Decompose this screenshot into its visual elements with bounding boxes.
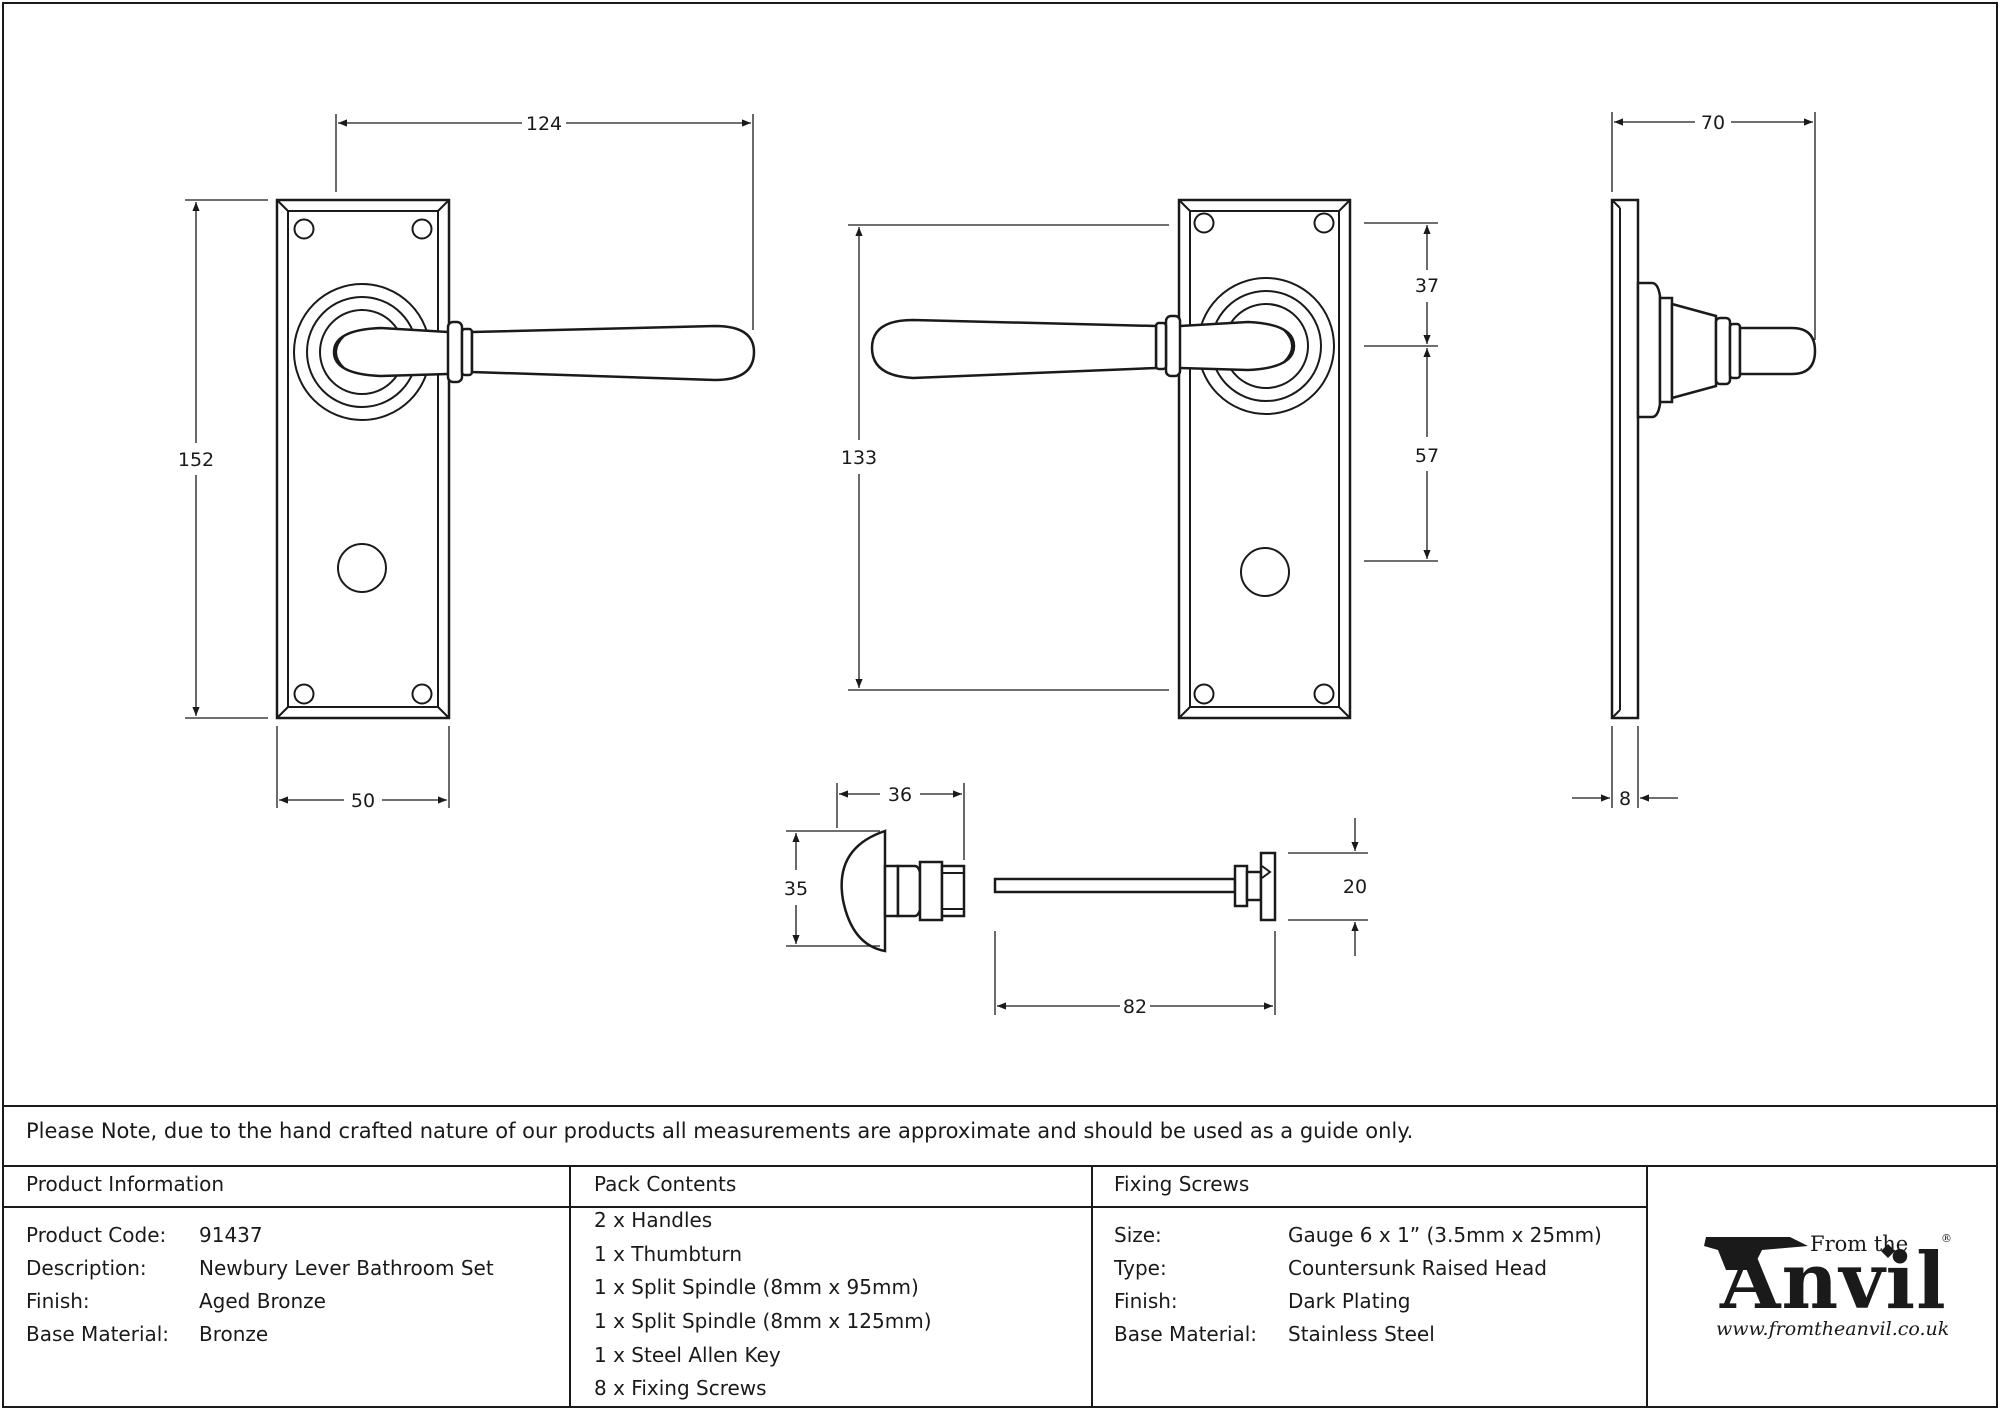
description-label: Description: [26, 1256, 147, 1280]
screw-hole [1313, 212, 1335, 234]
dim-label: 82 [1123, 996, 1147, 1018]
lever-collar [1164, 314, 1182, 378]
dim-label: 8 [1619, 788, 1631, 810]
size-label: Size: [1114, 1223, 1162, 1247]
logo-from-text: From the [1810, 1232, 1909, 1256]
lever-neck [1179, 320, 1296, 372]
dim-label: 36 [888, 784, 912, 806]
dim-label: 37 [1415, 275, 1439, 297]
backplate-outer [275, 198, 451, 720]
thumbturn-head [840, 829, 887, 953]
front-view-left [275, 198, 756, 720]
dim-label: 57 [1415, 445, 1439, 467]
screw-finish-value: Dark Plating [1288, 1289, 1411, 1313]
backplate-inner [287, 210, 439, 708]
pack-item: 1 x Split Spindle (8mm x 95mm) [594, 1275, 919, 1299]
pack-item: 2 x Handles [594, 1208, 713, 1232]
type-label: Type: [1114, 1256, 1167, 1280]
lever-arm [870, 318, 1158, 380]
finish-value: Aged Bronze [199, 1289, 326, 1313]
measurement-note: Please Note, due to the hand crafted nat… [26, 1119, 1414, 1143]
lever-neck [332, 326, 449, 378]
screw-hole [411, 683, 433, 705]
logo-url: www.fromtheanvil.co.uk [1716, 1318, 1950, 1340]
pack-item: 8 x Fixing Screws [594, 1376, 767, 1400]
dim-label: 20 [1343, 876, 1367, 898]
neck-profile [1670, 302, 1718, 400]
size-value: Gauge 6 x 1” (3.5mm x 25mm) [1288, 1223, 1602, 1247]
lever-arm [470, 324, 756, 382]
product-code-label: Product Code: [26, 1223, 167, 1247]
spindle [993, 851, 1277, 922]
fixing-screws-title: Fixing Screws [1114, 1172, 1250, 1196]
spindle-bar [993, 877, 1237, 894]
dim-label: 70 [1701, 112, 1725, 134]
dim-label: 35 [784, 878, 808, 900]
pack-item: 1 x Steel Allen Key [594, 1343, 781, 1367]
rose-profile [1636, 281, 1662, 419]
finish-label: Finish: [26, 1289, 90, 1313]
screw-hole [293, 683, 315, 705]
screw-hole [1193, 683, 1215, 705]
pack-contents-title: Pack Contents [594, 1172, 737, 1196]
type-value: Countersunk Raised Head [1288, 1256, 1547, 1280]
logo-registered-mark: ® [1941, 1232, 1952, 1245]
backplate-outer [1177, 198, 1352, 720]
anvil-logo-icon [1704, 1237, 1808, 1270]
description-value: Newbury Lever Bathroom Set [199, 1256, 494, 1280]
screw-finish-label: Finish: [1114, 1289, 1178, 1313]
dim-label: 124 [526, 113, 562, 135]
product-code-value: 91437 [199, 1223, 263, 1247]
screw-hole [293, 218, 315, 240]
keyhole-turn [337, 543, 387, 593]
thumbturn [840, 829, 966, 953]
lever-collar [446, 320, 464, 384]
plate-edge [1610, 198, 1640, 720]
spindle-head [1259, 851, 1277, 922]
product-info-title: Product Information [26, 1172, 225, 1196]
pack-item: 1 x Thumbturn [594, 1242, 743, 1266]
dim-label: 152 [178, 449, 214, 471]
dim-label: 133 [841, 447, 877, 469]
screw-material-value: Stainless Steel [1288, 1322, 1435, 1346]
keyhole-turn [1240, 547, 1290, 597]
lever-end-profile [1738, 326, 1817, 376]
diamond-icon [1881, 1244, 1895, 1258]
backplate-inner [1189, 210, 1340, 708]
dimensions: 124 152 50 133 37 57 70 [178, 112, 1816, 1018]
screw-hole [411, 218, 433, 240]
pack-item: 1 x Split Spindle (8mm x 125mm) [594, 1309, 932, 1333]
base-material-value: Bronze [199, 1322, 269, 1346]
screw-material-label: Base Material: [1114, 1322, 1258, 1346]
front-view-right [870, 198, 1352, 720]
screw-hole [1193, 212, 1215, 234]
screw-hole [1313, 683, 1335, 705]
dim-label: 50 [351, 790, 375, 812]
logo-wordmark: Anvil [1720, 1236, 1947, 1327]
side-view [1610, 198, 1817, 720]
base-material-label: Base Material: [26, 1322, 170, 1346]
